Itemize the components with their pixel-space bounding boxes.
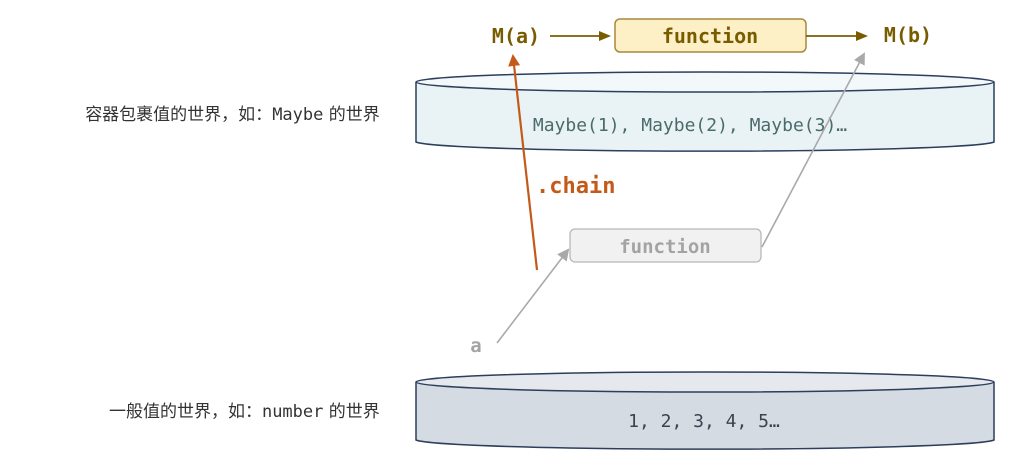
function-label-inner: function [619, 236, 711, 258]
function-label-top: function [662, 24, 758, 48]
container-cylinder-body [415, 82, 995, 152]
container-world-content: Maybe(1), Maybe(2), Maybe(3)… [533, 115, 847, 136]
container-world-label-tail: 的世界 [323, 105, 379, 125]
function-box-inner [569, 228, 762, 263]
normal-world-cylinder: 1, 2, 3, 4, 5… [415, 371, 995, 450]
container-world-label: 容器包裹值的世界，如：Maybe 的世界 [58, 105, 396, 125]
chain-arrow [508, 54, 539, 271]
input-a-label: a [470, 335, 481, 357]
normal-world-label: 一般值的世界，如：number 的世界 [82, 402, 396, 422]
container-world-label-text: 容器包裹值的世界，如： [85, 105, 272, 125]
normal-world-label-code: number [262, 402, 323, 422]
normal-world-content: 1, 2, 3, 4, 5… [628, 411, 780, 432]
normal-cylinder-body [415, 382, 995, 450]
mb-label: M(b) [884, 23, 932, 47]
arrow-function-to-mb-lift [761, 52, 865, 248]
container-cylinder-top [415, 71, 995, 93]
normal-world-label-text: 一般值的世界，如： [109, 402, 262, 422]
container-world-cylinder: Maybe(1), Maybe(2), Maybe(3)… [415, 71, 995, 152]
normal-world-label-tail: 的世界 [323, 402, 379, 422]
arrow-a-to-function [496, 248, 570, 344]
container-world-label-code: Maybe [272, 105, 323, 125]
chain-label: .chain [536, 174, 615, 199]
ma-label: M(a) [492, 24, 540, 48]
normal-cylinder-top [415, 371, 995, 393]
